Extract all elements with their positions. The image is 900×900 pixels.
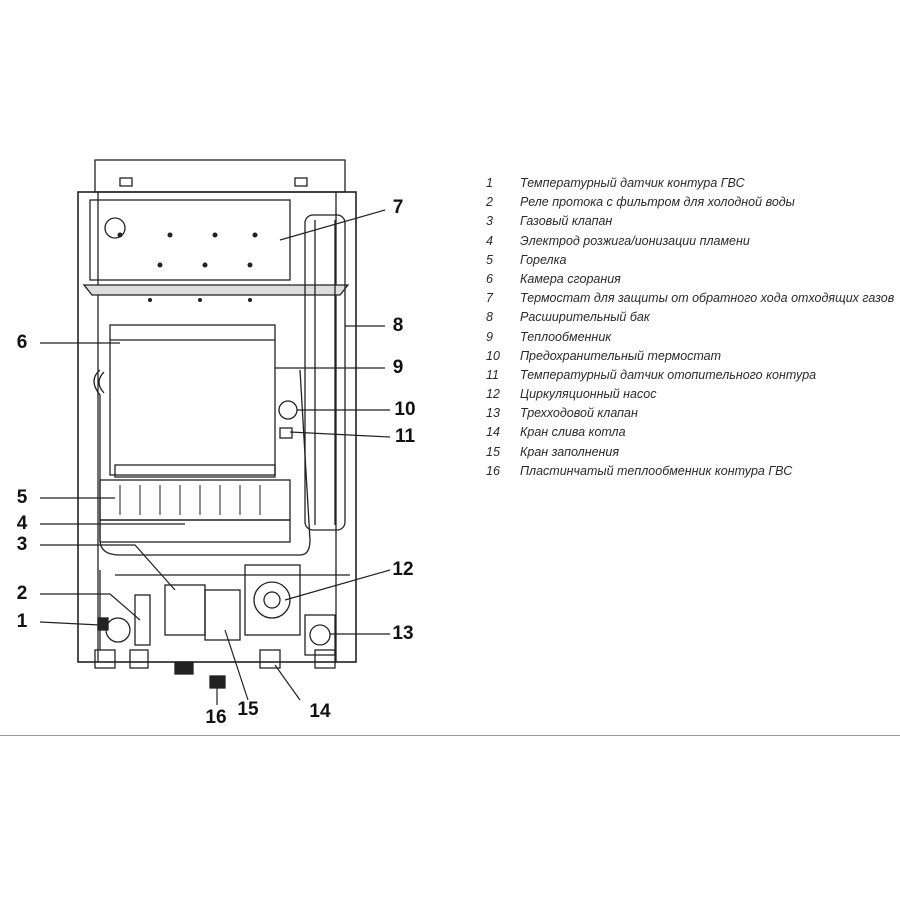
legend-number: 5 — [486, 252, 493, 267]
legend-item: 13 Трехходовой клапан — [486, 404, 894, 423]
callout-1: 1 — [16, 611, 28, 632]
boiler-casing — [77, 191, 357, 663]
legend-number: 6 — [486, 271, 493, 286]
legend-item: 8 Расширительный бак — [486, 308, 894, 327]
callout-3: 3 — [16, 534, 28, 555]
safety-thermostat — [278, 400, 298, 420]
legend-number: 9 — [486, 329, 493, 344]
callout-11: 11 — [394, 426, 416, 447]
legend-item: 16 Пластинчатый теплообменник контура ГВС — [486, 462, 894, 481]
gas-valve — [164, 584, 206, 636]
legend-text: Циркуляционный насос — [520, 387, 657, 402]
legend-item: 4 Электрод розжига/ионизации пламени — [486, 232, 894, 251]
legend-text: Расширительный бак — [520, 310, 650, 325]
legend-item: 12 Циркуляционный насос — [486, 385, 894, 404]
callout-8: 8 — [392, 315, 404, 336]
legend-number: 3 — [486, 214, 493, 229]
legend-number: 13 — [486, 406, 500, 421]
legend-number: 11 — [486, 367, 499, 382]
legend-item: 14 Кран слива котла — [486, 423, 894, 442]
callout-10: 10 — [394, 399, 416, 420]
legend-text: Кран слива котла — [520, 425, 626, 440]
legend-item: 3 Газовый клапан — [486, 212, 894, 231]
legend-text: Горелка — [520, 252, 567, 267]
legend-number: 2 — [486, 195, 493, 210]
callout-6: 6 — [16, 332, 28, 353]
callout-16: 16 — [205, 707, 227, 728]
legend-text: Трехходовой клапан — [520, 406, 638, 421]
callout-13: 13 — [392, 623, 414, 644]
combustion-chamber — [109, 324, 276, 476]
legend-text: Пластинчатый теплообменник контура ГВС — [520, 463, 793, 478]
legend-number: 14 — [486, 425, 500, 440]
mounting-plate — [94, 159, 346, 193]
legend-item: 11 Температурный датчик отопительного кон… — [486, 366, 894, 385]
legend-item: 2 Реле протока с фильтром для холодной во… — [486, 193, 894, 212]
callout-5: 5 — [16, 487, 28, 508]
legend-item: 9 Теплообменник — [486, 328, 894, 347]
legend-number: 12 — [486, 387, 500, 402]
callout-9: 9 — [392, 357, 404, 378]
legend-item: 5 Горелка — [486, 251, 894, 270]
legend-text: Газовый клапан — [520, 214, 613, 229]
legend-text: Термостат для защиты от обратного хода о… — [520, 291, 895, 306]
legend-number: 16 — [486, 463, 500, 478]
three-way-valve — [304, 614, 336, 656]
divider — [0, 735, 900, 736]
legend-item: 15 Кран заполнения — [486, 443, 894, 462]
legend-item: 6 Камера сгорания — [486, 270, 894, 289]
legend-number: 1 — [486, 176, 493, 190]
flue-hood — [89, 199, 291, 281]
legend-item: 10 Предохранительный термостат — [486, 347, 894, 366]
legend-number: 7 — [486, 291, 493, 306]
legend-number: 10 — [486, 348, 500, 363]
legend-text: Кран заполнения — [520, 444, 620, 459]
legend-text: Камера сгорания — [520, 271, 621, 286]
legend-text: Температурный датчик отопительного конту… — [520, 367, 817, 382]
callout-2: 2 — [16, 583, 28, 604]
legend-text: Электрод розжига/ионизации пламени — [520, 233, 750, 248]
expansion-tank — [304, 214, 346, 531]
callout-4: 4 — [16, 513, 28, 534]
legend-text: Температурный датчик контура ГВС — [520, 176, 745, 190]
legend-text: Предохранительный термостат — [520, 348, 722, 363]
circulation-pump — [244, 564, 301, 636]
legend-text: Реле протока с фильтром для холодной вод… — [520, 195, 795, 210]
legend-number: 15 — [486, 444, 500, 459]
legend-item: 1 Температурный датчик контура ГВС — [486, 174, 894, 193]
legend-item: 7 Термостат для защиты от обратного хода … — [486, 289, 894, 308]
callout-12: 12 — [392, 559, 414, 580]
callout-14: 14 — [309, 701, 331, 722]
callout-15: 15 — [237, 699, 259, 720]
legend-number: 8 — [486, 310, 493, 325]
parts-legend: 1 Температурный датчик контура ГВС 2 Реле п… — [486, 174, 894, 481]
burner — [99, 479, 291, 521]
callout-7: 7 — [392, 197, 404, 218]
legend-text: Теплообменник — [520, 329, 612, 344]
legend-number: 4 — [486, 233, 493, 248]
